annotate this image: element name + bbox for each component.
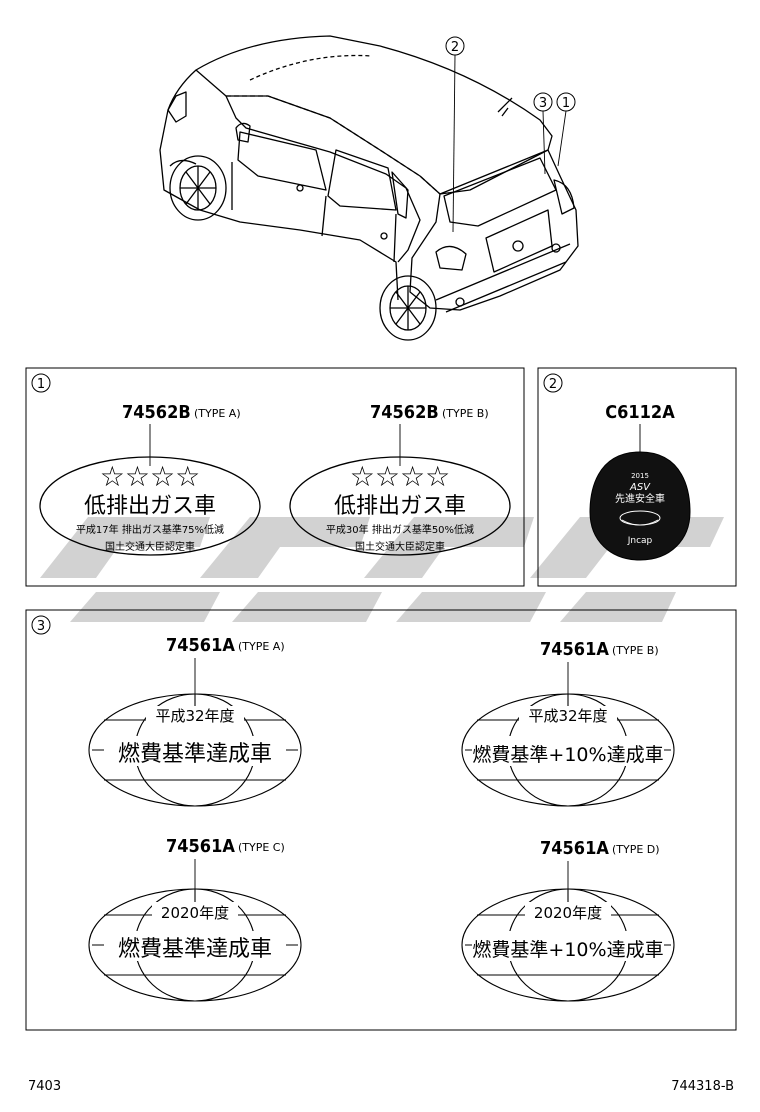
svg-text:74561A: 74561A [166, 836, 235, 857]
svg-text:3: 3 [539, 96, 547, 111]
footer-left-code: 7403 [28, 1079, 62, 1094]
fuel-label-type-a: 74561A (TYPE A) 平成32年度 燃費基準達成車 [88, 635, 302, 807]
panel-2: 2 [537, 367, 737, 587]
svg-text:低排出ガス車: 低排出ガス車 [334, 494, 466, 519]
fuel-label-type-c: 74561A (TYPE C) 2020年度 燃費基準達成車 [88, 836, 302, 1002]
svg-text:(TYPE B): (TYPE B) [612, 644, 659, 657]
asv-label: C6112A 2015 ASV 先進安全車 Jncap [589, 402, 691, 561]
svg-text:74561A: 74561A [166, 635, 235, 656]
svg-text:平成32年度: 平成32年度 [528, 707, 607, 725]
svg-text:ASV: ASV [629, 482, 651, 493]
fuel-label-type-b: 74561A (TYPE B) 平成32年度 燃費基準+10%達成車 [461, 639, 675, 807]
svg-text:(TYPE A): (TYPE A) [194, 407, 241, 420]
svg-text:74562B: 74562B [370, 402, 439, 423]
svg-text:国土交通大臣認定車: 国土交通大臣認定車 [105, 540, 195, 553]
svg-text:3: 3 [37, 619, 45, 634]
svg-text:☆☆☆☆: ☆☆☆☆ [350, 460, 450, 493]
panel-1: 1 [25, 367, 525, 587]
svg-text:(TYPE A): (TYPE A) [238, 640, 285, 653]
car-callout-2: 2 [445, 36, 465, 233]
svg-text:C6112A: C6112A [605, 402, 675, 423]
svg-text:燃費基準達成車: 燃費基準達成車 [118, 742, 272, 767]
svg-text:燃費基準達成車: 燃費基準達成車 [118, 937, 272, 962]
svg-text:2: 2 [451, 40, 459, 55]
svg-text:(TYPE C): (TYPE C) [238, 841, 285, 854]
svg-text:74562B: 74562B [122, 402, 191, 423]
svg-text:2020年度: 2020年度 [161, 904, 229, 922]
fuel-label-type-d: 74561A (TYPE D) 2020年度 燃費基準+10%達成車 [461, 838, 675, 1002]
car-illustration [159, 35, 579, 313]
svg-text:74561A: 74561A [540, 639, 609, 660]
svg-text:低排出ガス車: 低排出ガス車 [84, 494, 216, 519]
svg-text:2: 2 [549, 377, 557, 392]
svg-text:74561A: 74561A [540, 838, 609, 859]
svg-text:1: 1 [562, 96, 570, 111]
car-callout-1: 1 [556, 92, 576, 167]
wheel-front [169, 155, 227, 221]
svg-text:平成17年 排出ガス基準75%低減: 平成17年 排出ガス基準75%低減 [76, 523, 224, 536]
svg-text:国土交通大臣認定車: 国土交通大臣認定車 [355, 540, 445, 553]
svg-text:燃費基準+10%達成車: 燃費基準+10%達成車 [472, 939, 663, 961]
emission-label-type-b: 74562B (TYPE B) ☆☆☆☆ 低排出ガス車 平成30年 排出ガス基準… [289, 402, 511, 556]
svg-text:1: 1 [37, 377, 45, 392]
svg-text:平成30年 排出ガス基準50%低減: 平成30年 排出ガス基準50%低減 [326, 523, 474, 536]
svg-text:Jncap: Jncap [627, 536, 653, 546]
svg-text:2020年度: 2020年度 [534, 904, 602, 922]
panel-3: 3 [25, 609, 737, 1031]
car-callout-3: 3 [533, 92, 553, 175]
svg-text:(TYPE D): (TYPE D) [612, 843, 660, 856]
svg-text:燃費基準+10%達成車: 燃費基準+10%達成車 [472, 744, 663, 766]
wheel-rear [379, 275, 437, 341]
footer-right-code: 744318-B [671, 1079, 734, 1094]
svg-text:(TYPE B): (TYPE B) [442, 407, 489, 420]
emission-label-type-a: 74562B (TYPE A) ☆☆☆☆ 低排出ガス車 平成17年 排出ガス基準… [39, 402, 261, 556]
svg-text:先進安全車: 先進安全車 [615, 492, 665, 505]
svg-text:平成32年度: 平成32年度 [155, 707, 234, 725]
svg-text:☆☆☆☆: ☆☆☆☆ [100, 460, 200, 493]
svg-text:2015: 2015 [631, 472, 649, 480]
